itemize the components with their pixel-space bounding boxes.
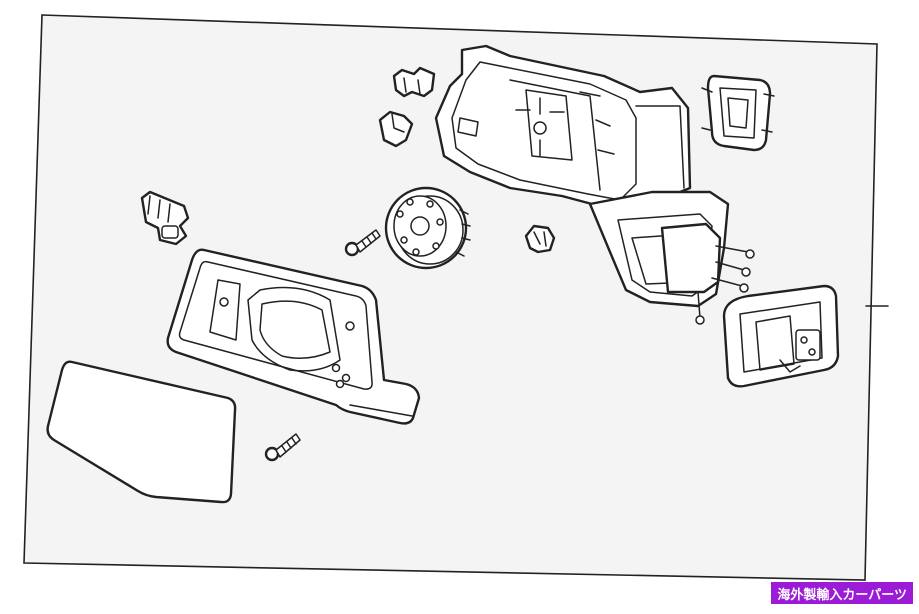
clip-small-upper	[392, 66, 436, 98]
turn-signal-lamp	[701, 74, 775, 152]
mirror-backing-plate	[166, 248, 421, 425]
clip-side-connector	[140, 190, 190, 246]
clip-small-middle	[378, 110, 414, 148]
screw-lower	[264, 433, 301, 462]
actuator-motor	[384, 186, 471, 270]
screw-upper	[344, 229, 381, 257]
nut-clip	[524, 224, 556, 254]
mirror-glass	[46, 360, 237, 504]
watermark-badge: 海外製輸入カーパーツ	[771, 582, 913, 604]
side-connector-module	[722, 284, 840, 388]
connector-bracket	[660, 222, 755, 325]
